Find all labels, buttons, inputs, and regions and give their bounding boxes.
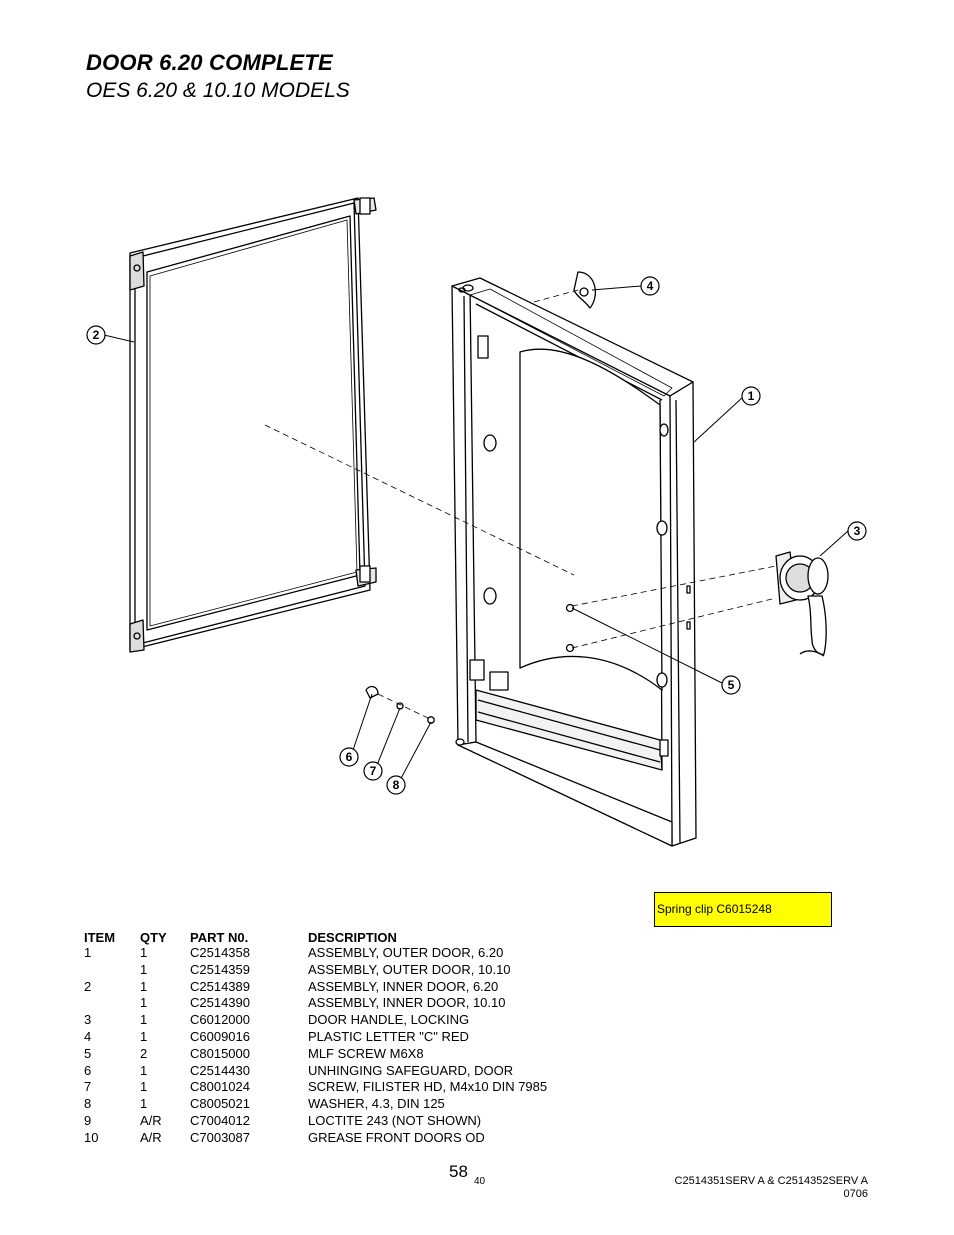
cell-qty: 1	[140, 978, 148, 994]
table-row: 1 C2514390 ASSEMBLY, INNER DOOR, 10.10	[84, 995, 547, 1012]
cell-part: C2514389	[190, 978, 250, 994]
table-row: 7 1 C8001024 SCREW, FILISTER HD, M4x10 DIN …	[84, 1079, 547, 1096]
table-row: 5 2 C8015000 MLF SCREW M6X8	[84, 1046, 547, 1063]
header-item: ITEM	[84, 930, 116, 945]
cell-part: C2514358	[190, 945, 250, 960]
callout-5: 5	[721, 675, 741, 695]
cell-item: 8	[84, 1096, 92, 1112]
cell-item: 5	[84, 1045, 92, 1061]
cell-item: 7	[84, 1079, 92, 1095]
callout-2: 2	[86, 325, 106, 345]
cell-desc: UNHINGING SAFEGUARD, DOOR	[308, 1062, 514, 1078]
cell-part: C2514359	[190, 961, 250, 977]
cell-qty: 2	[140, 1045, 148, 1061]
cell-qty: A/R	[140, 1129, 162, 1145]
table-row: 9 A/R C7004012 LOCTITE 243 (NOT SHOWN)	[84, 1113, 547, 1130]
table-row: 2 1 C2514389 ASSEMBLY, INNER DOOR, 6.20	[84, 979, 547, 996]
callout-1: 1	[741, 386, 761, 406]
page-subtitle: OES 6.20 & 10.10 MODELS	[86, 79, 350, 102]
table-row: 6 1 C2514430 UNHINGING SAFEGUARD, DOOR	[84, 1063, 547, 1080]
cell-part: C6012000	[190, 1012, 250, 1028]
cell-item: 2	[84, 978, 92, 994]
cell-qty: 1	[140, 1062, 148, 1078]
cell-part: C8015000	[190, 1045, 250, 1061]
cell-desc: DOOR HANDLE, LOCKING	[308, 1012, 470, 1028]
cell-part: C7004012	[190, 1112, 250, 1128]
cell-part: C6009016	[190, 1028, 250, 1044]
cell-desc: ASSEMBLY, OUTER DOOR, 6.20	[308, 945, 504, 960]
callout-4: 4	[640, 276, 660, 296]
letter-c-drawing	[573, 271, 596, 309]
cell-desc: GREASE FRONT DOORS OD	[308, 1129, 485, 1145]
doc-ref-line-1: C2514351SERV A & C2514352SERV A	[674, 1175, 868, 1187]
callout-6: 6	[339, 747, 359, 767]
table-row: 10 A/R C7003087 GREASE FRONT DOORS OD	[84, 1130, 547, 1147]
cell-desc: PLASTIC LETTER "C" RED	[308, 1028, 469, 1044]
cell-desc: ASSEMBLY, OUTER DOOR, 10.10	[308, 961, 511, 977]
document-reference: C2514351SERV A & C2514352SERV A 0706	[675, 1175, 868, 1201]
cell-item: 3	[84, 1012, 92, 1028]
door-handle-drawing	[775, 551, 829, 657]
callout-4-label: 4	[647, 279, 654, 293]
callout-7: 7	[363, 761, 383, 781]
doc-ref-line-2: 0706	[843, 1188, 868, 1200]
cell-qty: 1	[140, 1028, 148, 1044]
cell-item	[84, 995, 140, 1012]
cell-desc: ASSEMBLY, INNER DOOR, 6.20	[308, 978, 499, 994]
callout-8: 8	[386, 775, 406, 795]
callout-6-label: 6	[346, 750, 353, 764]
exploded-door-diagram: 1 2 3 4 5 6 7 8	[86, 197, 867, 847]
parts-table-header: ITEM QTY PART N0. DESCRIPTION	[84, 925, 547, 945]
cell-item	[84, 962, 140, 979]
page-title: DOOR 6.20 COMPLETE	[86, 50, 333, 75]
cell-qty: A/R	[140, 1112, 162, 1128]
cell-desc: MLF SCREW M6X8	[308, 1045, 424, 1061]
cell-desc: LOCTITE 243 (NOT SHOWN)	[308, 1112, 482, 1128]
cell-part: C8005021	[190, 1096, 250, 1112]
cell-item: 1	[84, 945, 92, 960]
cell-part: C7003087	[190, 1129, 250, 1145]
cell-qty: 1	[140, 995, 148, 1011]
table-row: 8 1 C8005021 WASHER, 4.3, DIN 125	[84, 1096, 547, 1113]
cell-qty: 1	[140, 1096, 148, 1112]
table-row: 4 1 C6009016 PLASTIC LETTER "C" RED	[84, 1029, 547, 1046]
spring-clip-note: Spring clip C6015248	[654, 892, 832, 927]
cell-item: 10	[84, 1129, 99, 1145]
cell-qty: 1	[140, 1079, 148, 1095]
cell-desc: WASHER, 4.3, DIN 125	[308, 1096, 445, 1112]
callout-3-label: 3	[854, 524, 861, 538]
cell-desc: SCREW, FILISTER HD, M4x10 DIN 7985	[308, 1079, 548, 1095]
table-row: 1 C2514359 ASSEMBLY, OUTER DOOR, 10.10	[84, 962, 547, 979]
callout-5-label: 5	[728, 678, 735, 692]
callout-7-label: 7	[370, 764, 377, 778]
callout-3: 3	[847, 521, 867, 541]
outer-door-drawing	[451, 277, 697, 847]
cell-qty: 1	[140, 945, 148, 960]
callout-8-label: 8	[393, 778, 400, 792]
inner-door-drawing	[129, 197, 377, 653]
callout-2-label: 2	[93, 328, 100, 342]
cell-part: C8001024	[190, 1079, 250, 1095]
cell-item: 4	[84, 1028, 92, 1044]
header-qty: QTY	[140, 930, 167, 945]
cell-part: C2514390	[190, 995, 250, 1011]
header-part-number: PART N0.	[190, 930, 249, 945]
cell-qty: 1	[140, 961, 148, 977]
cell-item: 6	[84, 1062, 92, 1078]
header-description: DESCRIPTION	[308, 930, 397, 945]
cell-qty: 1	[140, 1012, 148, 1028]
page-number: 58	[449, 1162, 468, 1181]
cell-part: C2514430	[190, 1062, 250, 1078]
page-sub-number: 40	[474, 1176, 486, 1187]
cell-desc: ASSEMBLY, INNER DOOR, 10.10	[308, 995, 506, 1011]
cell-item: 9	[84, 1112, 92, 1128]
callout-1-label: 1	[748, 389, 755, 403]
table-row: 1 1 C2514358 ASSEMBLY, OUTER DOOR, 6.20	[84, 945, 547, 962]
table-row: 3 1 C6012000 DOOR HANDLE, LOCKING	[84, 1012, 547, 1029]
